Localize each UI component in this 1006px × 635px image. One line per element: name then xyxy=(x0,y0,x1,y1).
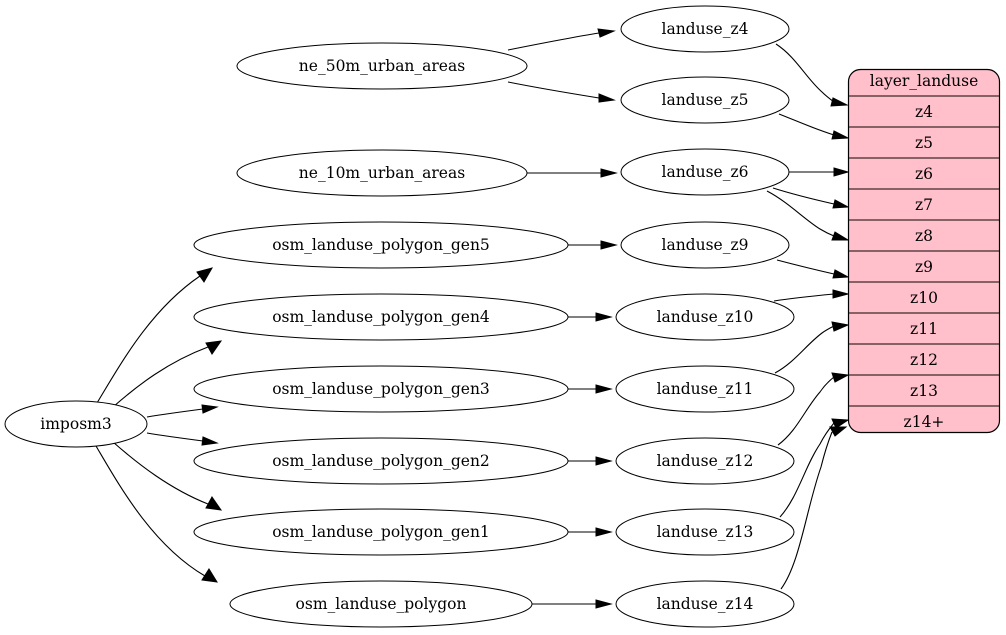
source-nodes-layer: imposm3 ne_50m_urban_areas ne_10m_urban_… xyxy=(4,42,569,628)
node-landuse-z13[interactable]: landuse_z13 xyxy=(615,508,795,556)
node-imposm3[interactable]: imposm3 xyxy=(4,400,148,448)
node-osm-landuse-polygon[interactable]: osm_landuse_polygon xyxy=(229,580,533,628)
edge-landuse-z14-to-row-z14plus xyxy=(780,426,848,590)
node-landuse-z11[interactable]: landuse_z11 xyxy=(615,365,795,413)
edge-landuse-z6-to-row-z8 xyxy=(766,190,850,241)
node-landuse-z14[interactable]: landuse_z14 xyxy=(615,580,795,628)
edge-gen5-to-landuse-z9 xyxy=(568,240,618,250)
edge-ne50m-to-landuse-z5 xyxy=(507,81,616,103)
node-osm-landuse-polygon-gen4[interactable]: osm_landuse_polygon_gen4 xyxy=(193,293,569,341)
edge-landuse-z9-to-row-z9 xyxy=(776,259,850,279)
node-osm-landuse-polygon-gen2[interactable]: osm_landuse_polygon_gen2 xyxy=(193,437,569,485)
edge-gen3-to-landuse-z11 xyxy=(568,384,613,394)
layer-nodes-layer: landuse_z4 landuse_z5 landuse_z6 landuse… xyxy=(615,5,795,628)
edge-imposm3-to-gen3 xyxy=(146,404,219,418)
edge-landuse-z5-to-row-z5 xyxy=(778,113,850,140)
node-landuse-z10[interactable]: landuse_z10 xyxy=(615,293,795,341)
node-osm-landuse-polygon-gen1[interactable]: osm_landuse_polygon_gen1 xyxy=(193,508,569,556)
node-osm-landuse-polygon-gen3[interactable]: osm_landuse_polygon_gen3 xyxy=(193,365,569,413)
node-osm-landuse-polygon-gen5[interactable]: osm_landuse_polygon_gen5 xyxy=(193,221,569,269)
node-ne-50m-urban-areas[interactable]: ne_50m_urban_areas xyxy=(236,42,528,90)
edge-ne10m-to-landuse-z6 xyxy=(527,168,618,178)
edge-landuse-z10-to-row-z10 xyxy=(773,289,850,302)
edge-imposm3-to-gen2 xyxy=(146,432,219,446)
edge-gen4-to-landuse-z10 xyxy=(568,312,613,322)
layer-landuse-table[interactable]: layer_landuse z4 z5 z6 z7 xyxy=(847,68,1001,434)
edge-imposm3-to-gen4 xyxy=(112,340,223,408)
edge-landuse-z6-to-row-z7 xyxy=(772,187,850,209)
edge-landuse-z13-to-row-z13 xyxy=(779,418,850,518)
edge-imposm3-to-gen1 xyxy=(112,441,223,511)
edge-landuse-z11-to-row-z11 xyxy=(774,321,850,374)
node-landuse-z4[interactable]: landuse_z4 xyxy=(620,5,790,53)
edge-landuse-z4-to-row-z4 xyxy=(775,43,849,107)
edges-layer xyxy=(95,28,850,609)
edge-ne50m-to-landuse-z4 xyxy=(507,28,616,51)
node-landuse-z6[interactable]: landuse_z6 xyxy=(620,148,790,196)
node-landuse-z9[interactable]: landuse_z9 xyxy=(620,221,790,269)
edge-landuse-z6-to-row-z6 xyxy=(789,167,850,177)
edge-landuse-z12-to-row-z12 xyxy=(777,372,850,446)
edge-gen1-to-landuse-z13 xyxy=(568,527,613,537)
edge-gen2-to-landuse-z12 xyxy=(568,456,613,466)
edge-imposm3-to-polygon xyxy=(95,445,218,583)
node-landuse-z12[interactable]: landuse_z12 xyxy=(615,437,795,485)
edge-polygon-to-landuse-z14 xyxy=(532,599,613,609)
node-landuse-z5[interactable]: landuse_z5 xyxy=(620,76,790,124)
edge-imposm3-to-gen5 xyxy=(96,267,214,404)
node-ne-10m-urban-areas[interactable]: ne_10m_urban_areas xyxy=(236,149,528,197)
